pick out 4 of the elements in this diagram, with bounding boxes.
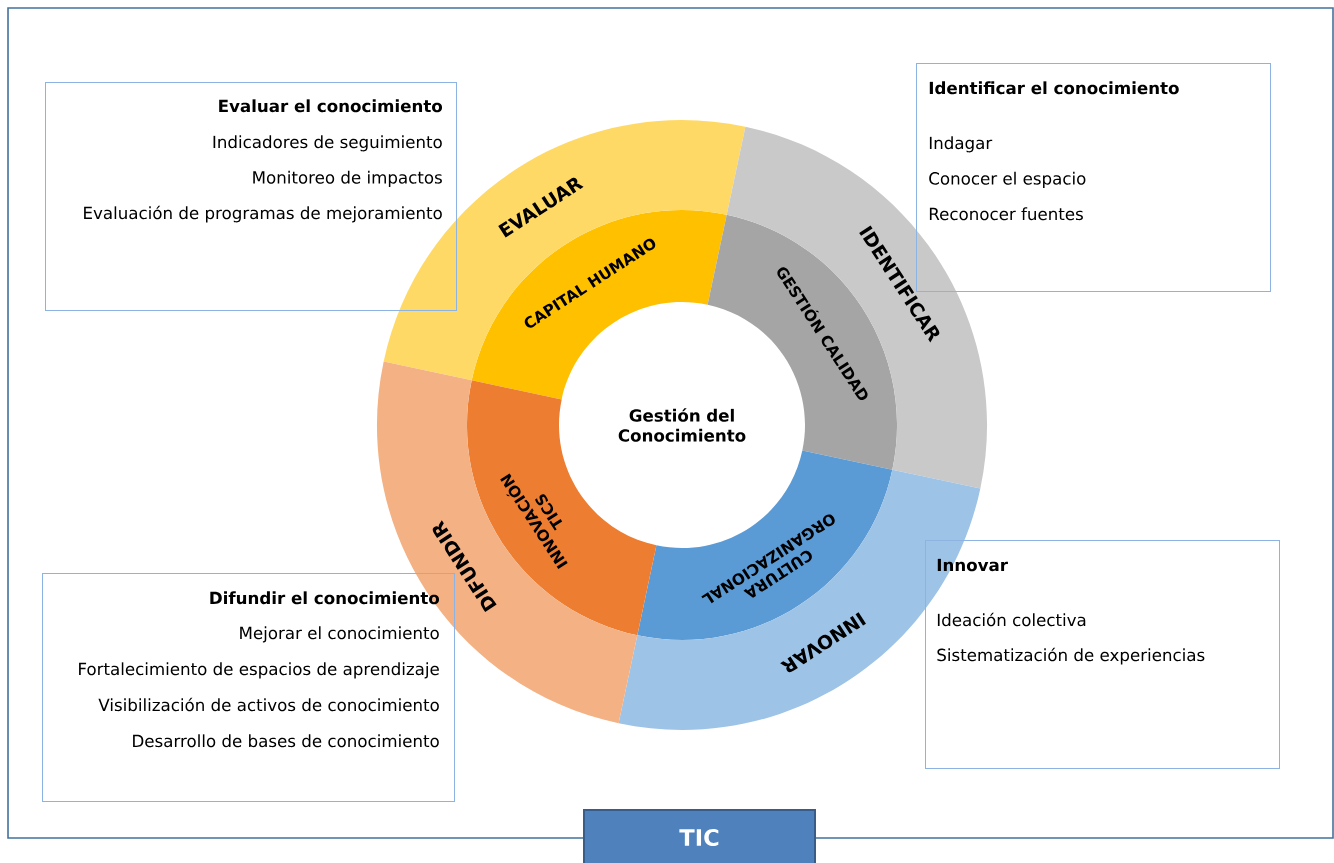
text-box: Evaluar el conocimiento Indicadores de seguimiento Monitoreo de impactos Evaluación de programas de mejoramiento	[45, 82, 457, 311]
text-box: Innovar Ideación colectiva Sistematización de experiencias	[925, 540, 1280, 769]
text-box: Identificar el conocimiento Indagar Conocer el espacio Reconocer fuentes	[916, 63, 1271, 292]
label-box: TIC	[583, 809, 816, 863]
